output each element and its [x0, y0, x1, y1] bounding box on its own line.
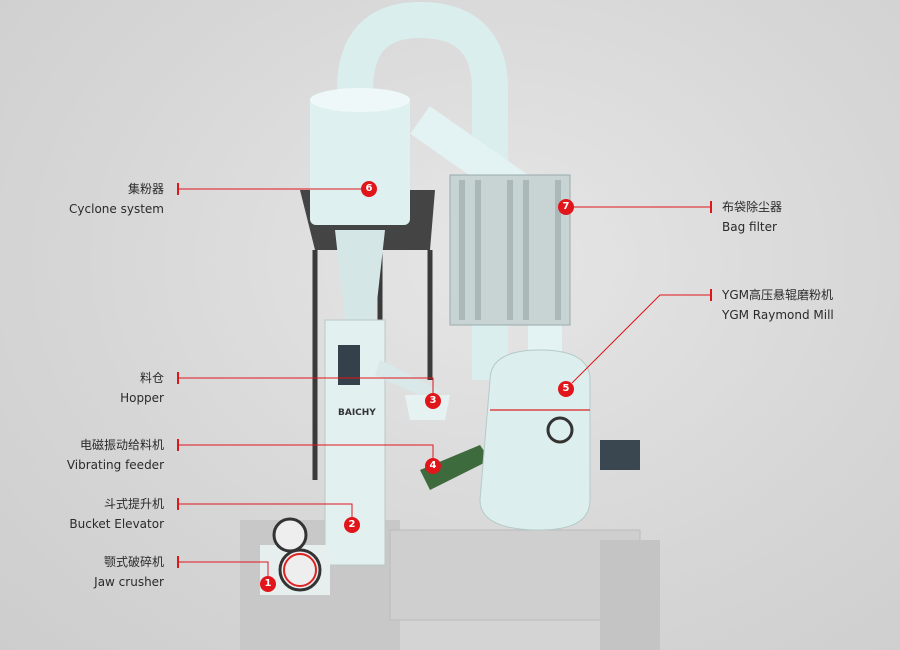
marker-4: 4	[425, 458, 441, 474]
label-cn: 电磁振动给料机	[79, 438, 164, 452]
callout-tick	[177, 439, 179, 451]
callout-tick	[177, 498, 179, 510]
callout-label-hopper: 料仓 Hopper	[24, 368, 164, 408]
marker-3: 3	[425, 393, 441, 409]
callout-tick	[177, 372, 179, 384]
marker-5: 5	[558, 381, 574, 397]
callout-label-crusher: 颚式破碎机 Jaw crusher	[24, 552, 164, 592]
callout-lines	[178, 188, 710, 576]
callout-tick	[710, 201, 712, 213]
label-cn: 布袋除尘器	[722, 200, 783, 214]
callout-label-elevator: 斗式提升机 Bucket Elevator	[24, 494, 164, 534]
cyclone-cone	[335, 230, 385, 320]
label-cn: 集粉器	[127, 182, 164, 196]
marker-7: 7	[558, 199, 574, 215]
label-en: Bag filter	[722, 220, 777, 234]
label-cn: 颚式破碎机	[103, 555, 164, 569]
cyclone-body	[310, 95, 410, 225]
callout-tick	[177, 556, 179, 568]
label-en: Bucket Elevator	[69, 517, 164, 531]
mill-pit	[600, 540, 660, 650]
label-cn: YGM高压悬辊磨粉机	[722, 288, 833, 302]
callout-label-feeder: 电磁振动给料机 Vibrating feeder	[24, 435, 164, 475]
brand-logo: BAICHY	[338, 408, 376, 418]
label-cn: 斗式提升机	[103, 497, 164, 511]
marker-2: 2	[344, 517, 360, 533]
callout-tick	[710, 289, 712, 301]
label-en: Jaw crusher	[94, 575, 164, 589]
callout-label-bag-filter: 布袋除尘器 Bag filter	[722, 197, 782, 237]
vibrating-feeder	[420, 445, 490, 490]
callout-tick	[177, 183, 179, 195]
mill-motor	[600, 440, 640, 470]
raymond-mill	[479, 349, 591, 531]
label-en: YGM Raymond Mill	[722, 308, 834, 322]
label-cn: 料仓	[139, 371, 164, 385]
air-duct	[337, 1, 508, 380]
marker-1: 1	[260, 576, 276, 592]
label-en: Cyclone system	[69, 202, 164, 216]
label-en: Vibrating feeder	[66, 458, 164, 472]
label-en: Hopper	[120, 391, 164, 405]
marker-6: 6	[361, 181, 377, 197]
callout-label-cyclone: 集粉器 Cyclone system	[24, 179, 164, 219]
callout-label-mill: YGM高压悬辊磨粉机 YGM Raymond Mill	[722, 285, 834, 325]
